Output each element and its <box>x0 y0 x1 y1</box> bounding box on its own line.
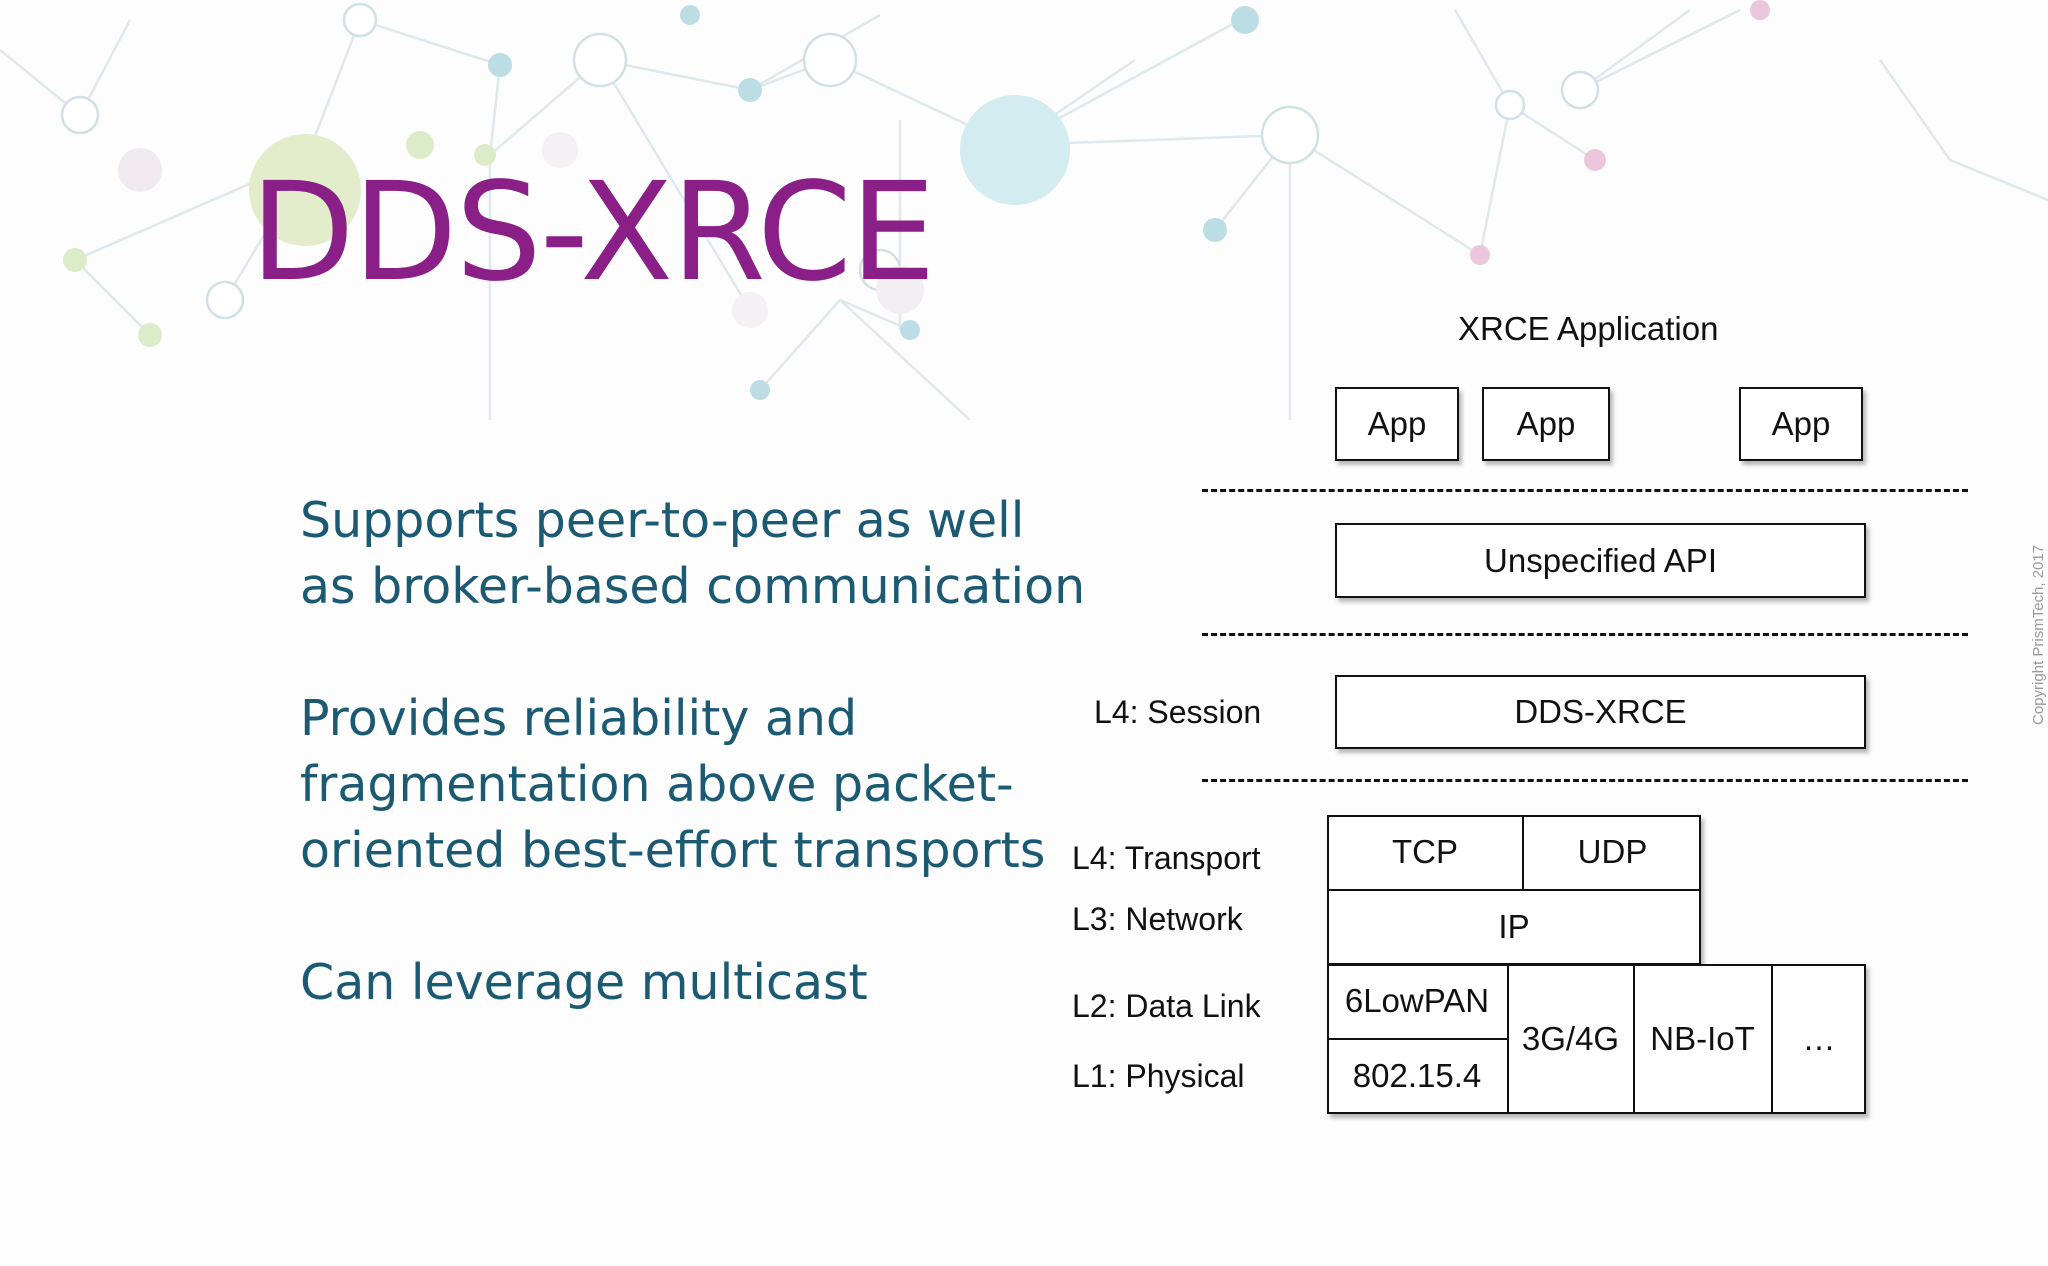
nb-iot-cell: NB-IoT <box>1650 1020 1755 1057</box>
network-layer-label: L3: Network <box>1072 901 1243 937</box>
nbiot-divider <box>1771 964 1773 1114</box>
lowpan-ieee-divider <box>1327 1038 1508 1040</box>
802-15-4-cell: 802.15.4 <box>1352 1057 1482 1094</box>
slide-title: DDS-XRCE <box>250 154 936 312</box>
cellular-divider <box>1633 964 1635 1114</box>
udp-cell: UDP <box>1577 833 1648 870</box>
network-background-graphic <box>0 0 2048 420</box>
ip-cell: IP <box>1498 908 1530 945</box>
layer-divider-2 <box>1202 633 1968 636</box>
layer-divider-3 <box>1202 779 1968 782</box>
transport-layer-label: L4: Transport <box>1072 840 1261 876</box>
session-layer-label: L4: Session <box>1094 694 1262 730</box>
more-cell: … <box>1802 1020 1836 1057</box>
bullet-reliability: Provides reliability and fragmentation a… <box>300 690 1046 879</box>
app-box-3: App <box>1739 387 1863 461</box>
6lowpan-cell: 6LowPAN <box>1344 982 1490 1019</box>
physical-layer-label: L1: Physical <box>1072 1058 1245 1094</box>
bullet-list: Supports peer-to-peer as well as broker-… <box>300 488 1090 1016</box>
app-box-1: App <box>1335 387 1459 461</box>
3g-4g-cell: 3G/4G <box>1521 1020 1620 1057</box>
dds-xrce-box: DDS-XRCE <box>1335 675 1866 749</box>
bullet-multicast: Can leverage multicast <box>300 954 868 1011</box>
datalink-layer-label: L2: Data Link <box>1072 988 1261 1024</box>
xrce-application-label: XRCE Application <box>1458 310 1719 347</box>
lowpan-divider <box>1507 964 1509 1114</box>
layer-divider-1 <box>1202 489 1968 492</box>
app-box-2: App <box>1482 387 1610 461</box>
unspecified-api-box: Unspecified API <box>1335 523 1866 598</box>
tcp-udp-divider <box>1522 815 1524 890</box>
copyright-notice: Copyright PrismTech, 2017 <box>2030 544 2047 725</box>
transport-network-divider <box>1327 889 1701 891</box>
tcp-cell: TCP <box>1392 833 1458 870</box>
bullet-peer-to-peer: Supports peer-to-peer as well as broker-… <box>300 492 1086 615</box>
